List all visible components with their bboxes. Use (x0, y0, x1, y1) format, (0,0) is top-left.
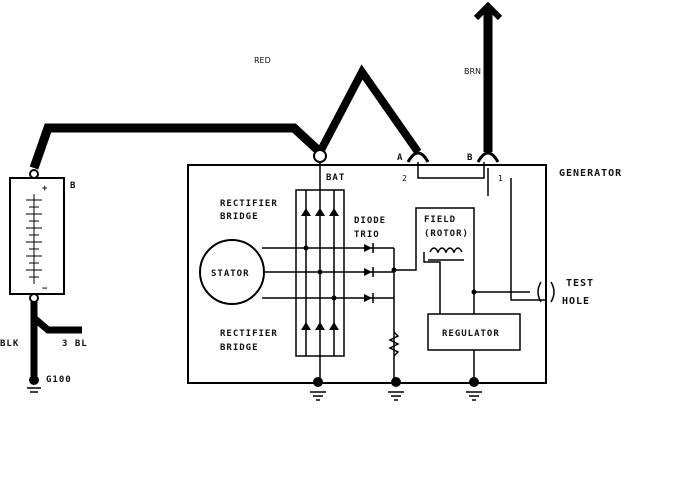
battery-bottom-terminal (29, 293, 39, 303)
ground-icon (27, 387, 41, 393)
brn-label: BRN (464, 67, 481, 76)
battery-terminal-label: B (70, 181, 76, 191)
terminal-a-label: A (397, 153, 403, 163)
ground-points (313, 377, 479, 387)
battery-plates (26, 199, 42, 278)
test-hole-icon (537, 281, 555, 303)
pin-1-label: 1 (498, 174, 503, 183)
field-line2: (ROTOR) (424, 229, 469, 239)
battery-top-terminal (29, 169, 39, 179)
terminal-b-connector (476, 151, 500, 163)
rectifier-bottom-line1: RECTIFIER (220, 329, 278, 339)
generator-title: GENERATOR (559, 168, 622, 179)
test-hole-line1: TEST (566, 278, 594, 289)
stator-leads (262, 247, 394, 299)
rectifier-top-line1: RECTIFIER (220, 199, 278, 209)
terminal-a-connector (406, 151, 430, 163)
diode-trio (364, 243, 374, 303)
g100-ground-point (29, 375, 39, 385)
red-wire-zigzag (316, 64, 422, 155)
battery (9, 177, 65, 295)
battery-plus-label: + (42, 184, 48, 194)
test-hole-line2: HOLE (562, 296, 590, 307)
rectifier-bottom-line2: BRIDGE (220, 343, 259, 353)
pin-1-lead (510, 178, 546, 301)
stator-label: STATOR (211, 269, 250, 279)
blk-wire (30, 302, 82, 334)
stator-junctions (303, 245, 337, 301)
bat-terminal (313, 149, 327, 163)
red-label: RED (254, 56, 271, 65)
field-coil (429, 247, 463, 254)
diode-trio-line2: TRIO (354, 230, 380, 240)
ground-label: G100 (46, 375, 72, 385)
rectifier-diodes-bottom (301, 322, 339, 330)
rectifier-diodes-top (301, 208, 339, 216)
terminal-b-label: B (467, 153, 473, 163)
bl-label: 3 BL (62, 339, 88, 349)
regulator-label: REGULATOR (442, 329, 500, 339)
terminal-link (417, 162, 485, 179)
red-wire (29, 123, 324, 170)
field-lead (423, 252, 441, 314)
brn-arrow-icon (473, 1, 503, 21)
field-circuit (394, 207, 475, 292)
bat-label: BAT (326, 173, 345, 183)
battery-minus-label: − (42, 284, 48, 294)
generator-housing (187, 164, 547, 384)
rectifier-top-line2: BRIDGE (220, 212, 259, 222)
field-line1: FIELD (424, 215, 456, 225)
ground-icon (310, 391, 482, 401)
pin-2-label: 2 (402, 174, 407, 183)
resistor (388, 331, 400, 357)
blk-label: BLK (0, 339, 19, 349)
diode-trio-line1: DIODE (354, 216, 386, 226)
